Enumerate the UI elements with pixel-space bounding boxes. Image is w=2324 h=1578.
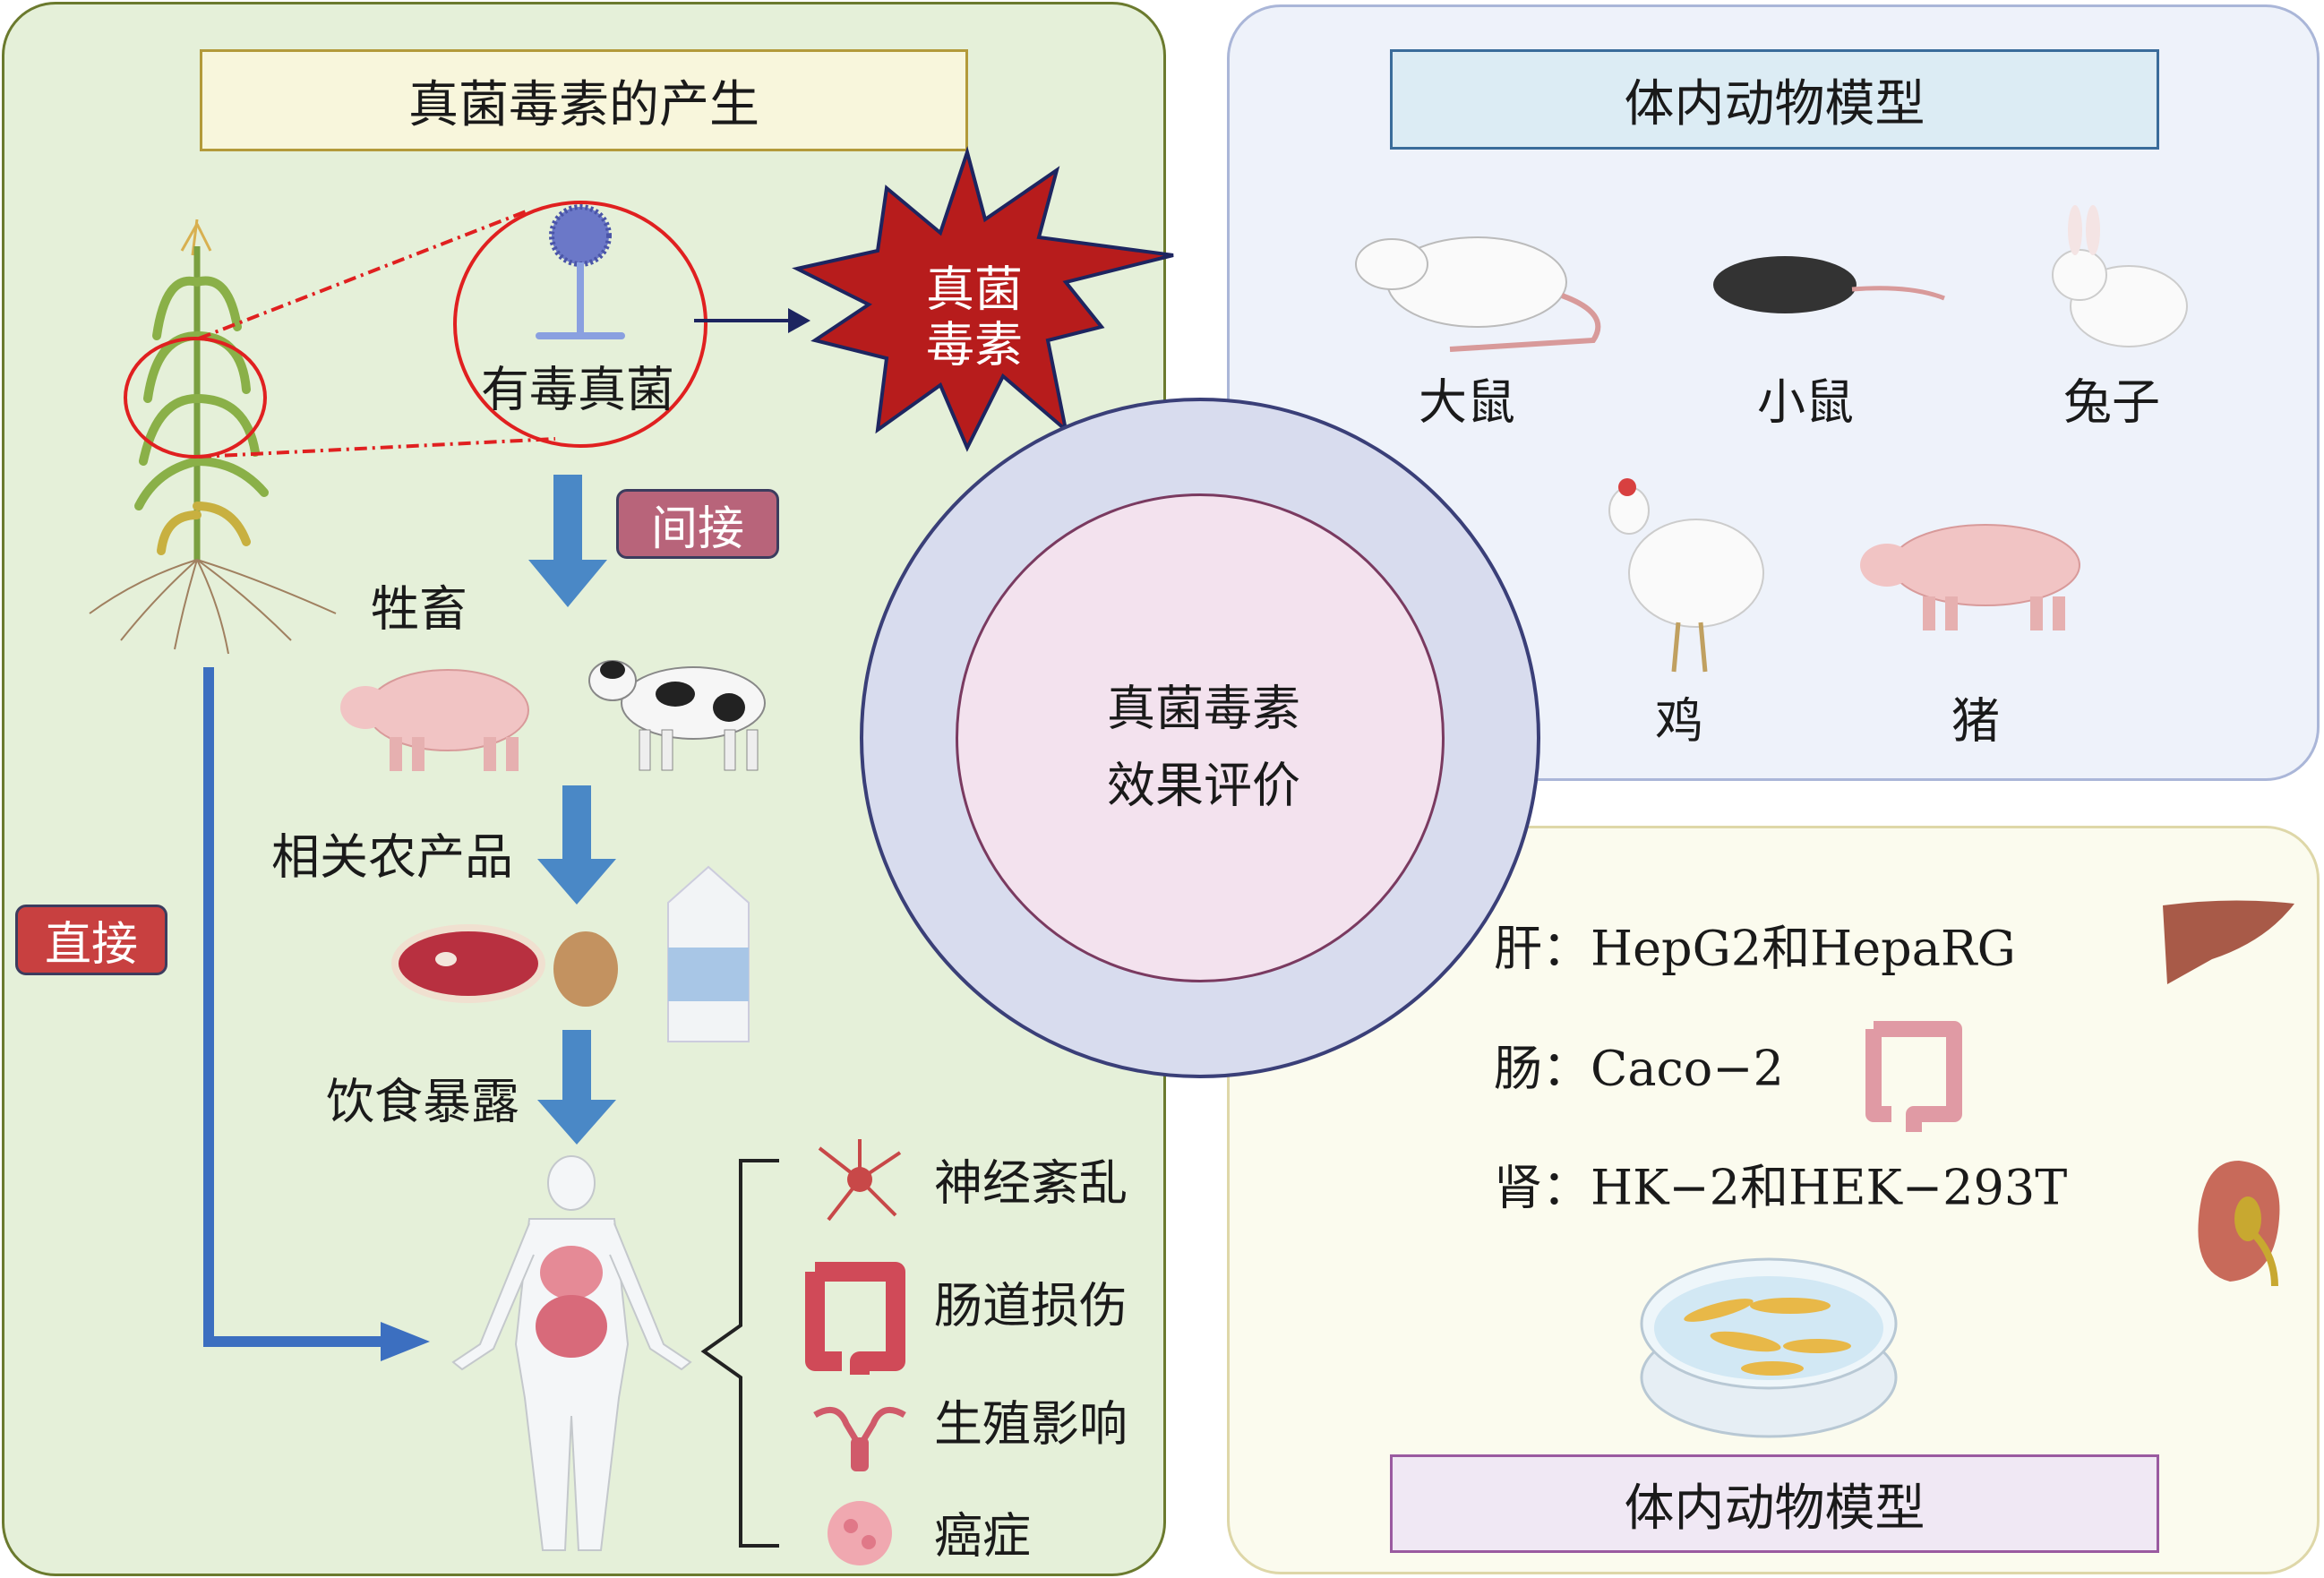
cell-line-liver: 肝：HepG2和HepaRG bbox=[1494, 909, 2016, 980]
livestock-label: 牲畜 bbox=[371, 580, 467, 638]
indirect-tag: 间接 bbox=[616, 489, 779, 559]
toxic-fungus-label: 有毒真菌 bbox=[481, 361, 674, 418]
organ-label: 肝： bbox=[1494, 920, 1591, 977]
animal-pig: 猪 bbox=[1951, 692, 2000, 750]
chicken-icon bbox=[1608, 478, 1764, 673]
down-arrow-icon bbox=[528, 475, 607, 607]
cell-lines: Caco−2 bbox=[1591, 1040, 1784, 1097]
production-title: 真菌毒素的产生 bbox=[200, 49, 968, 151]
effect-reproductive: 生殖影响 bbox=[934, 1395, 1128, 1453]
intestine-icon bbox=[1865, 1021, 1962, 1132]
cell-lines: HK−2和HEK−293T bbox=[1591, 1159, 2068, 1216]
effect-neuro: 神经紊乱 bbox=[934, 1154, 1128, 1212]
down-arrow-icon bbox=[537, 1030, 616, 1145]
intestine-icon bbox=[805, 1262, 905, 1375]
organ-label: 肾： bbox=[1494, 1159, 1591, 1216]
dietary-exposure-label: 饮食暴露 bbox=[326, 1073, 519, 1130]
organ-label: 肠： bbox=[1494, 1040, 1591, 1097]
mouse-icon bbox=[1713, 256, 1945, 313]
reproductive-organ-icon bbox=[813, 1406, 906, 1471]
cell-lines: HepG2和HepaRG bbox=[1591, 920, 2016, 977]
meat-icon bbox=[391, 924, 545, 1003]
in-vitro-title: 体内动物模型 bbox=[1390, 1454, 2159, 1553]
egg-icon bbox=[553, 931, 618, 1007]
animal-rabbit: 兔子 bbox=[2063, 373, 2160, 431]
cell-line-kidney: 肾：HK−2和HEK−293T bbox=[1494, 1148, 2067, 1219]
effect-cancer: 癌症 bbox=[934, 1507, 1031, 1565]
cancer-cell-icon bbox=[828, 1501, 892, 1565]
pig-icon bbox=[1860, 524, 2080, 630]
center-label-line1: 真菌毒素 bbox=[1107, 680, 1300, 737]
rabbit-icon bbox=[2052, 205, 2188, 347]
petri-dish-icon bbox=[1640, 1257, 1898, 1438]
rat-icon bbox=[1355, 236, 1601, 352]
corn-plant-icon bbox=[89, 219, 337, 655]
effect-intestine: 肠道损伤 bbox=[934, 1277, 1128, 1334]
zoom-indicator bbox=[124, 201, 810, 459]
center-label-line2: 效果评价 bbox=[1107, 757, 1300, 814]
evaluation-inner-circle bbox=[956, 493, 1445, 982]
fungus-icon bbox=[536, 204, 625, 339]
animal-mouse: 小鼠 bbox=[1757, 373, 1854, 431]
human-body-icon bbox=[451, 1155, 692, 1551]
in-vivo-title: 体内动物模型 bbox=[1390, 49, 2159, 150]
agri-products-label: 相关农产品 bbox=[271, 828, 513, 886]
cell-line-intestine: 肠：Caco−2 bbox=[1494, 1029, 1784, 1100]
neuron-icon bbox=[818, 1139, 902, 1222]
direct-tag: 直接 bbox=[15, 905, 167, 975]
mycotoxin-burst-line2: 毒素 bbox=[926, 316, 1023, 373]
cow-icon bbox=[588, 660, 766, 771]
liver-icon bbox=[2163, 900, 2294, 984]
mycotoxin-burst-line1: 真菌 bbox=[926, 261, 1023, 318]
down-arrow-icon bbox=[537, 785, 616, 905]
pig-icon bbox=[340, 669, 529, 771]
animal-rat: 大鼠 bbox=[1419, 373, 1515, 431]
kidney-icon bbox=[2198, 1161, 2280, 1287]
milk-carton-icon bbox=[667, 865, 750, 1042]
direct-path-arrow bbox=[203, 667, 779, 1548]
animal-chicken: 鸡 bbox=[1655, 692, 1703, 750]
